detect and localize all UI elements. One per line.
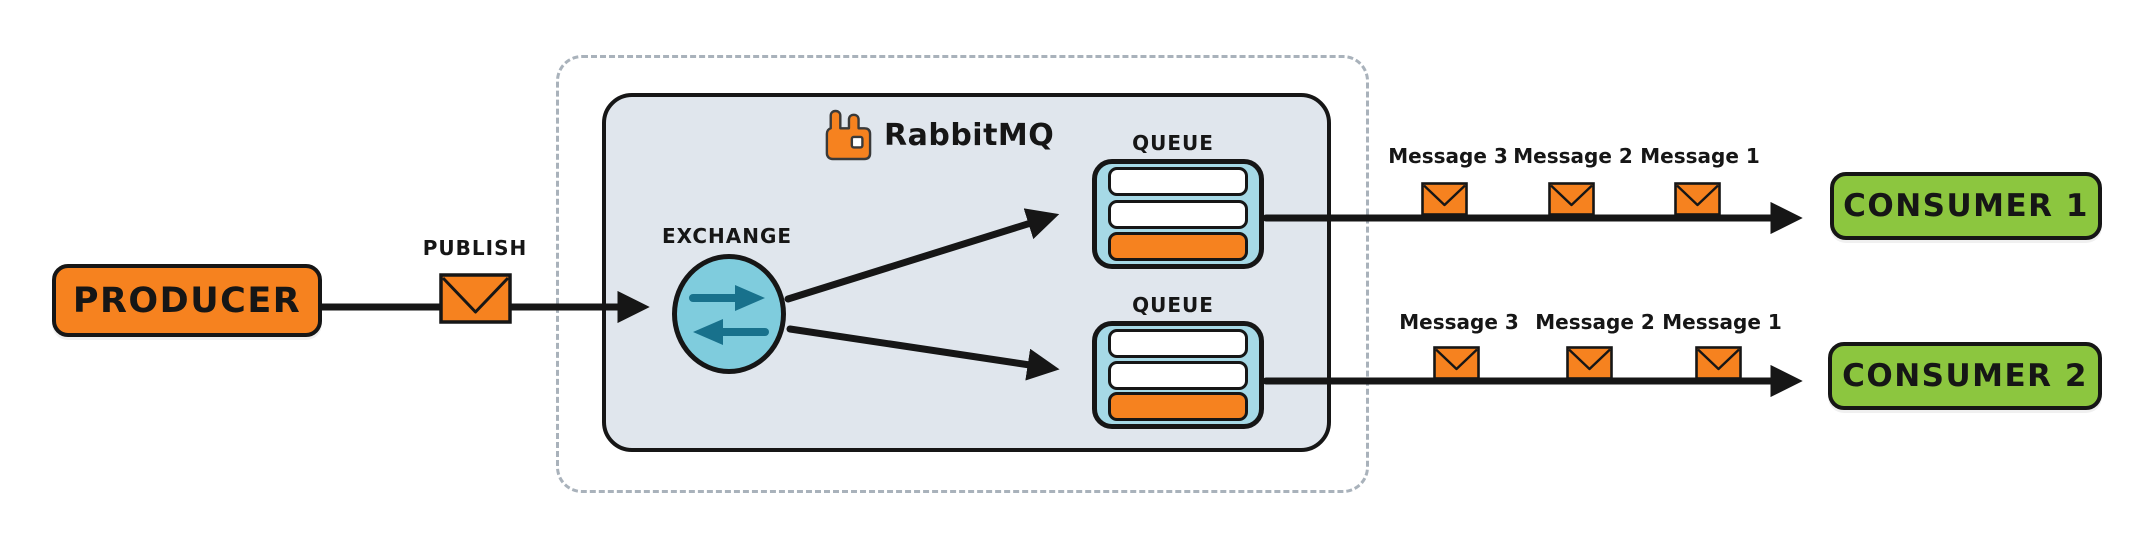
consumer2-label: CONSUMER 2	[1842, 358, 2088, 394]
flow2-message3-label: Message 3	[1399, 310, 1519, 334]
consumer2-node: CONSUMER 2	[1828, 342, 2102, 410]
producer-node: PRODUCER	[52, 264, 322, 337]
queue1-node	[1092, 159, 1264, 269]
rabbitmq-brand-label: RabbitMQ	[884, 117, 1055, 153]
queue2-slot-empty	[1108, 328, 1248, 358]
flow2-message1-label: Message 1	[1662, 310, 1782, 334]
queue1-slot-empty	[1108, 167, 1248, 197]
queue1-label: QUEUE	[1132, 131, 1214, 155]
envelope-icon	[439, 273, 512, 324]
flow1-message2-label: Message 2	[1513, 144, 1633, 168]
consumer1-label: CONSUMER 1	[1843, 188, 2089, 224]
envelope-icon	[1695, 346, 1742, 380]
producer-label: PRODUCER	[72, 280, 302, 321]
queue2-slot-empty	[1108, 360, 1248, 390]
publish-label: PUBLISH	[422, 236, 528, 260]
queue2-node	[1092, 321, 1264, 429]
exchange-node	[672, 254, 786, 374]
queue1-slot-message	[1108, 231, 1248, 261]
queue1-slot-empty	[1108, 199, 1248, 229]
rabbitmq-brand: RabbitMQ	[824, 106, 1054, 164]
envelope-icon	[1548, 182, 1595, 216]
envelope-icon	[1433, 346, 1480, 380]
rabbitmq-logo-icon	[825, 109, 872, 161]
envelope-icon	[1566, 346, 1613, 380]
consumer1-node: CONSUMER 1	[1830, 172, 2102, 240]
envelope-icon	[1421, 182, 1468, 216]
exchange-label: EXCHANGE	[661, 224, 793, 248]
flow1-message3-label: Message 3	[1388, 144, 1508, 168]
queue2-slot-message	[1108, 392, 1248, 422]
flow1-message1-label: Message 1	[1640, 144, 1760, 168]
flow2-message2-label: Message 2	[1535, 310, 1655, 334]
queue2-label: QUEUE	[1132, 293, 1214, 317]
exchange-arrows-icon	[689, 285, 769, 345]
envelope-icon	[1674, 182, 1721, 216]
broker-boundary	[556, 55, 1369, 493]
